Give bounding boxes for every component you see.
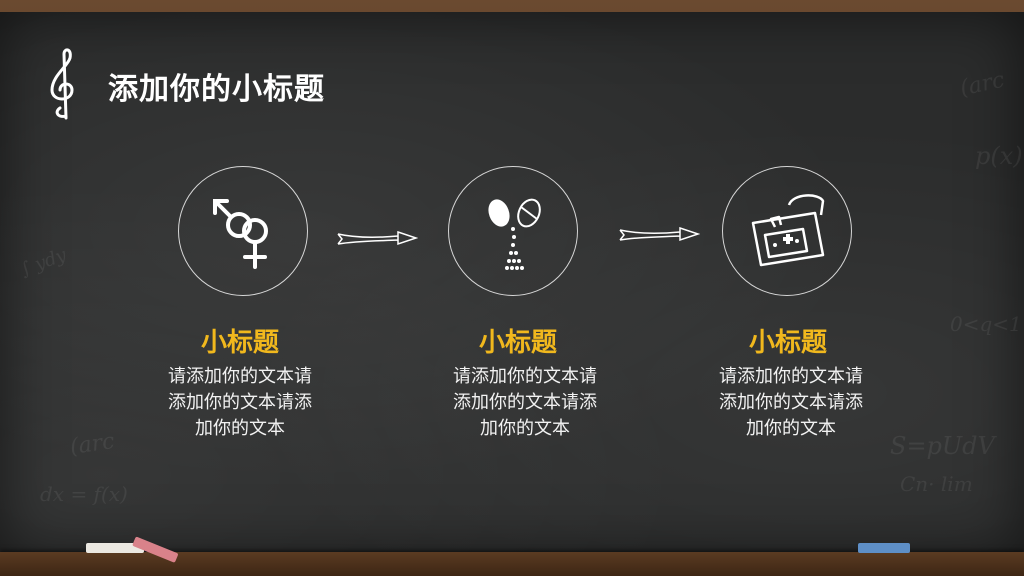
chalk-scribble: (arc [68, 429, 117, 460]
chalk-scribble: dx = f(x) [40, 482, 128, 506]
arrow-right-icon [337, 230, 418, 246]
arrow-right-icon [619, 226, 700, 242]
item-text-line: 请添加你的文本请 [168, 366, 312, 387]
chalk-ledge [0, 552, 1024, 576]
item-text: 请添加你的文本请 添加你的文本请添 加你的文本 [425, 364, 625, 442]
chalk-scribble: S=pUdV [890, 432, 995, 460]
item-text-line: 添加你的文本请添 [719, 392, 863, 413]
chalk-scribble: p(x) [975, 142, 1023, 170]
white-chalk [86, 543, 144, 553]
item-text-line: 请添加你的文本请 [719, 366, 863, 387]
item-text-line: 添加你的文本请添 [168, 392, 312, 413]
item-text-line: 加你的文本 [195, 418, 285, 439]
item-text-line: 加你的文本 [746, 418, 836, 439]
chalk-scribble: 0<q<1 [950, 312, 1022, 336]
gender-symbols-icon [213, 199, 268, 269]
item-title: 小标题 [478, 328, 557, 358]
blue-chalk [858, 543, 910, 553]
chalk-scribble: ∫ ydy [17, 244, 70, 281]
item-title: 小标题 [200, 328, 279, 358]
chalk-scribble: Cn· lim [900, 472, 973, 496]
icon-circle [722, 166, 852, 296]
chalk-scribble: (arc [957, 67, 1007, 102]
item-text-line: 添加你的文本请添 [453, 392, 597, 413]
page-title: 添加你的小标题 [108, 72, 325, 107]
item-text: 请添加你的文本请 添加你的文本请添 加你的文本 [691, 364, 891, 442]
first-aid-kit-icon [751, 194, 825, 267]
item-text: 请添加你的文本请 添加你的文本请添 加你的文本 [140, 364, 340, 442]
icon-circle [178, 166, 308, 296]
item-text-line: 加你的文本 [480, 418, 570, 439]
item-title: 小标题 [748, 328, 827, 358]
capsule-pills-icon [488, 198, 541, 270]
item-text-line: 请添加你的文本请 [453, 366, 597, 387]
icon-circle [448, 166, 578, 296]
treble-clef-icon [50, 48, 74, 120]
